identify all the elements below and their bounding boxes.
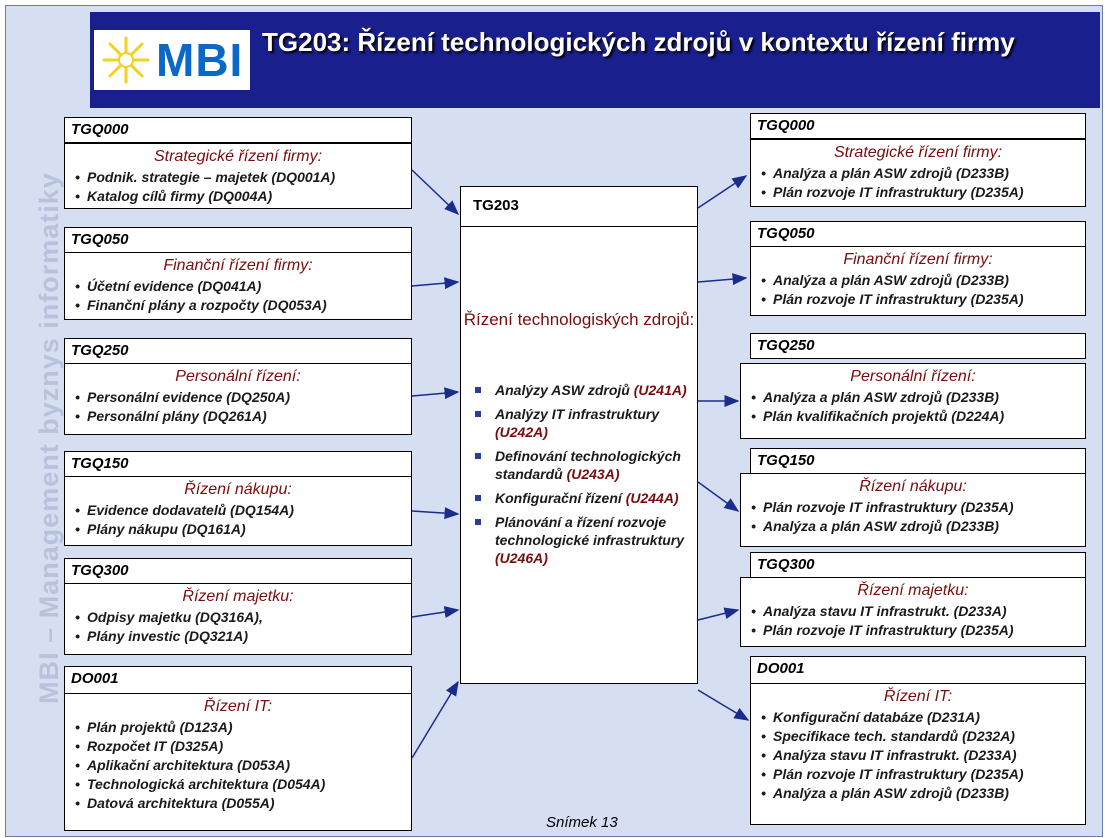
list-item: Odpisy majetku (DQ316A), <box>75 608 405 627</box>
arrow <box>697 175 748 209</box>
right-tag-1: TGQ050 <box>750 221 1086 247</box>
list-item: Personální plány (DQ261A) <box>75 407 405 426</box>
left-tag-4: TGQ300 <box>64 558 412 584</box>
list-item: Analýza a plán ASW zdrojů (D233B) <box>751 517 1079 536</box>
list-item: Evidence dodavatelů (DQ154A) <box>75 501 405 520</box>
right-box-5: Řízení IT: Konfigurační databáze (D231A)… <box>750 683 1086 825</box>
left-box-title-4: Řízení majetku: <box>182 588 294 605</box>
left-box-title-3: Řízení nákupu: <box>184 481 292 498</box>
arrow <box>697 607 740 621</box>
arrow <box>411 387 460 400</box>
arrow <box>411 680 459 759</box>
list-item: Analýza stavu IT infrastrukt. (D233A) <box>751 602 1079 621</box>
left-box-1: Finanční řízení firmy: Účetní evidence (… <box>64 252 412 320</box>
list-item: Účetní evidence (DQ041A) <box>75 277 405 296</box>
center-tag: TG203 <box>461 187 697 227</box>
right-box-1: Finanční řízení firmy: Analýza a plán AS… <box>750 246 1086 316</box>
list-item: Analýza a plán ASW zdrojů (D233B) <box>761 164 1079 183</box>
left-tag-0: TGQ000 <box>64 117 412 143</box>
list-item: Definování technologických standardů (U2… <box>475 447 689 483</box>
list-item: Rozpočet IT (D325A) <box>75 737 405 756</box>
right-tag-2: TGQ250 <box>750 333 1086 359</box>
center-title: Řízení technologiských zdrojů: <box>463 310 695 329</box>
sun-star-icon <box>102 36 150 84</box>
list-item: Katalog cílů firmy (DQ004A) <box>75 187 405 206</box>
list-item: Technologická architektura (D054A) <box>75 775 405 794</box>
list-item: Plán rozvoje IT infrastruktury (D235A) <box>751 621 1079 640</box>
list-item: Analýza a plán ASW zdrojů (D233B) <box>761 271 1079 290</box>
title-bar: MBI TG203: Řízení technologických zdrojů… <box>90 12 1100 108</box>
logo-text: MBI <box>156 34 244 86</box>
left-box-title-2: Personální řízení: <box>175 368 301 385</box>
slide-number: Snímek 13 <box>546 814 618 831</box>
list-item: Plán projektů (D123A) <box>75 718 405 737</box>
left-box-2: Personální řízení: Personální evidence (… <box>64 363 412 435</box>
list-item: Analýza a plán ASW zdrojů (D233B) <box>761 784 1079 803</box>
connector-arrows <box>411 169 750 759</box>
list-item: Podnik. strategie – majetek (DQ001A) <box>75 168 405 187</box>
list-item: Plán rozvoje IT infrastruktury (D235A) <box>761 765 1079 784</box>
list-item: Finanční plány a rozpočty (DQ053A) <box>75 296 405 315</box>
right-tag-0: TGQ000 <box>750 113 1086 139</box>
right-box-0: Strategické řízení firmy: Analýza a plán… <box>750 139 1086 207</box>
list-item: Plány nákupu (DQ161A) <box>75 520 405 539</box>
right-box-title-4: Řízení majetku: <box>857 582 969 599</box>
arrow <box>697 273 748 286</box>
right-box-title-2: Personální řízení: <box>850 368 976 385</box>
right-box-title-3: Řízení nákupu: <box>859 478 967 495</box>
list-item: Plán rozvoje IT infrastruktury (D235A) <box>761 290 1079 309</box>
left-tag-2: TGQ250 <box>64 338 412 364</box>
left-box-0: Strategické řízení firmy: Podnik. strate… <box>64 143 412 209</box>
list-item: Analýza a plán ASW zdrojů (D233B) <box>751 388 1079 407</box>
arrow <box>411 606 460 618</box>
list-item: Plán rozvoje IT infrastruktury (D235A) <box>751 498 1079 517</box>
left-box-title-1: Finanční řízení firmy: <box>163 257 313 274</box>
list-item: Analýzy ASW zdrojů (U241A) <box>475 381 689 399</box>
logo: MBI <box>94 30 250 90</box>
list-item: Analýza stavu IT infrastrukt. (D233A) <box>761 746 1079 765</box>
list-item: Datová architektura (D055A) <box>75 794 405 813</box>
right-box-title-1: Finanční řízení firmy: <box>843 251 993 268</box>
right-box-title-5: Řízení IT: <box>883 688 953 705</box>
list-item: Konfigurační řízení (U244A) <box>475 489 689 507</box>
left-box-title-5: Řízení IT: <box>203 698 273 715</box>
arrow <box>697 481 740 512</box>
right-box-2: Personální řízení: Analýza a plán ASW zd… <box>740 363 1086 439</box>
right-box-4: Řízení majetku: Analýza stavu IT infrast… <box>740 577 1086 647</box>
list-item: Specifikace tech. standardů (D232A) <box>761 727 1079 746</box>
list-item: Konfigurační databáze (D231A) <box>761 708 1079 727</box>
arrow <box>411 507 460 520</box>
list-item: Plány investic (DQ321A) <box>75 627 405 646</box>
arrow <box>697 689 750 721</box>
slide: MBI – Management byznys informatiky MBI … <box>5 5 1103 837</box>
left-box-title-0: Strategické řízení firmy: <box>153 148 323 165</box>
right-box-title-0: Strategické řízení firmy: <box>833 144 1003 161</box>
list-item: Plán kvalifikačních projektů (D224A) <box>751 407 1079 426</box>
right-tag-4: TGQ300 <box>750 552 1086 578</box>
right-box-3: Řízení nákupu: Plán rozvoje IT infrastru… <box>740 473 1086 547</box>
center-box: TG203 Řízení technologiských zdrojů: Ana… <box>460 186 698 684</box>
left-box-5: Řízení IT: Plán projektů (D123A) Rozpoče… <box>64 693 412 831</box>
list-item: Analýzy IT infrastruktury (U242A) <box>475 405 689 441</box>
left-tag-3: TGQ150 <box>64 451 412 477</box>
arrow <box>411 169 460 216</box>
list-item: Plánování a řízení rozvoje technologické… <box>475 513 689 567</box>
arrow <box>411 277 460 290</box>
left-box-3: Řízení nákupu: Evidence dodavatelů (DQ15… <box>64 476 412 546</box>
left-box-4: Řízení majetku: Odpisy majetku (DQ316A),… <box>64 583 412 655</box>
page-title: TG203: Řízení technologických zdrojů v k… <box>262 27 1015 57</box>
list-item: Aplikační architektura (D053A) <box>75 756 405 775</box>
list-item: Personální evidence (DQ250A) <box>75 388 405 407</box>
list-item: Plán rozvoje IT infrastruktury (D235A) <box>761 183 1079 202</box>
